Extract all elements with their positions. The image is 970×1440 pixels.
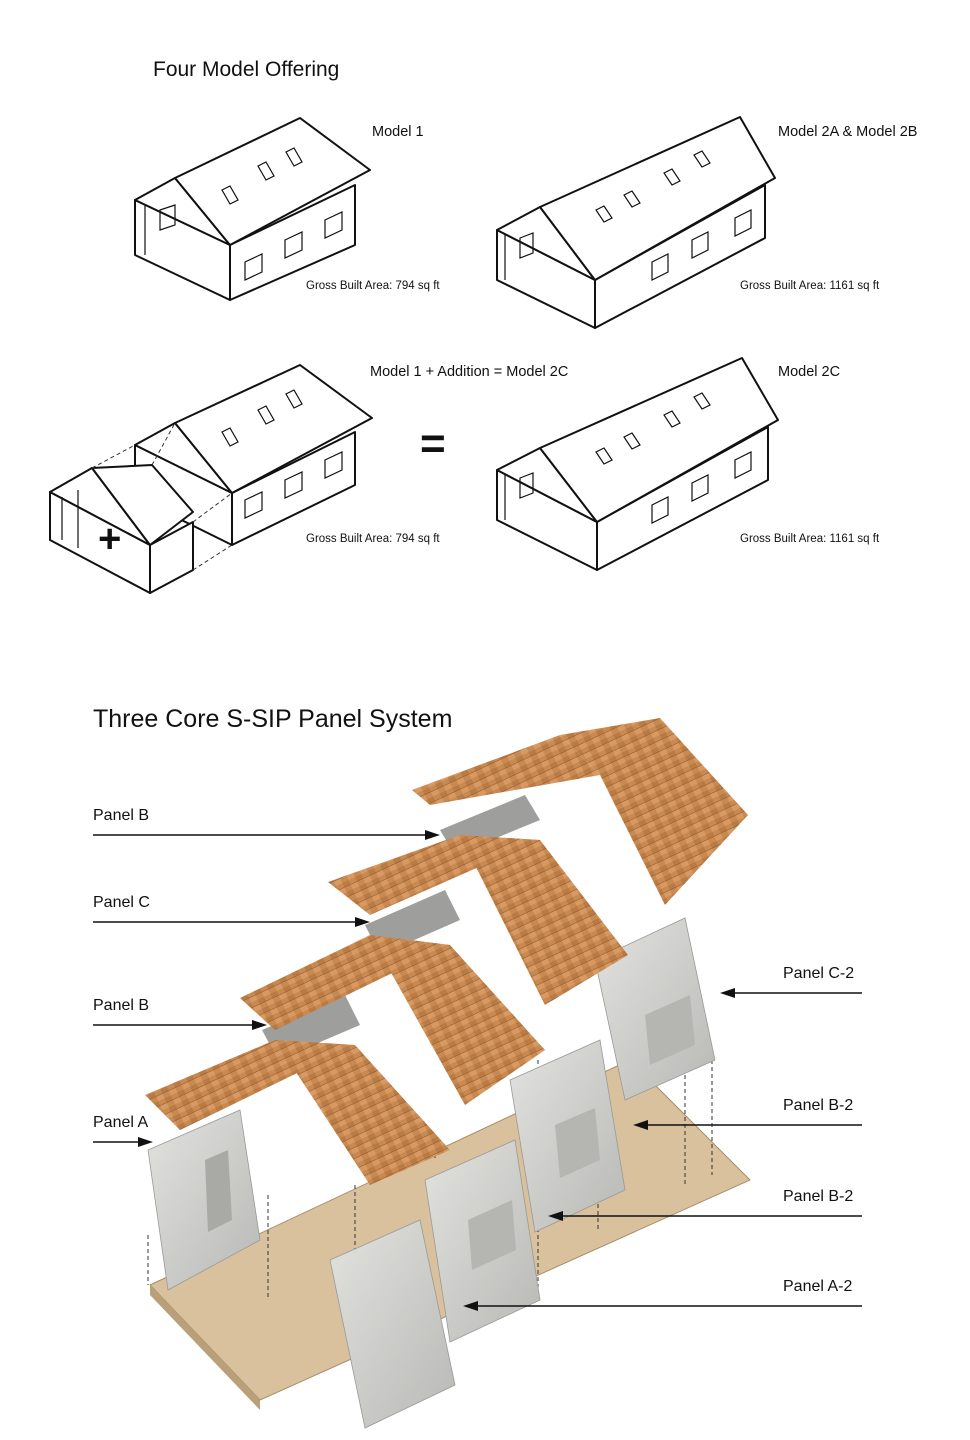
model-1-label: Model 1 xyxy=(372,124,424,140)
left-arrows xyxy=(93,830,440,1147)
model-2c-label: Model 2C xyxy=(778,364,841,380)
model-1-addition-area: Gross Built Area: 794 sq ft xyxy=(306,533,440,545)
right-label-panel-b2-lower: Panel B-2 xyxy=(783,1188,854,1205)
model-2c-area: Gross Built Area: 1161 sq ft xyxy=(740,533,880,545)
equals-symbol: = xyxy=(420,419,446,468)
left-label-panel-c: Panel C xyxy=(93,894,150,911)
right-label-panel-b2-upper: Panel B-2 xyxy=(783,1097,854,1114)
model-1-addition-house xyxy=(49,364,373,594)
right-arrows xyxy=(463,988,862,1311)
right-label-panel-c2: Panel C-2 xyxy=(783,965,855,982)
left-label-panel-b-top: Panel B xyxy=(93,807,150,824)
panel-a-wall xyxy=(147,1109,261,1291)
plus-symbol: + xyxy=(98,517,121,561)
model-1-area: Gross Built Area: 794 sq ft xyxy=(306,280,440,292)
model-2a-2b-label: Model 2A & Model 2B xyxy=(778,124,918,140)
panel-a2-wall xyxy=(329,1219,456,1429)
model-drawings: + = xyxy=(49,116,779,594)
model-2c-house xyxy=(496,357,779,571)
roof-panels xyxy=(145,718,748,1185)
roof-panel-c-right xyxy=(460,835,628,1005)
roof-panel-b-right xyxy=(370,935,545,1105)
section1-title: Four Model Offering xyxy=(153,58,340,81)
model-2a-2b-area: Gross Built Area: 1161 sq ft xyxy=(740,280,880,292)
panel-c2-wall xyxy=(594,917,716,1101)
right-label-panel-a2: Panel A-2 xyxy=(783,1278,853,1295)
roof-panel-b-top-left xyxy=(412,735,600,805)
model-1-addition-label: Model 1 + Addition = Model 2C xyxy=(370,364,569,380)
roof-panel-a-right xyxy=(275,1040,450,1185)
model-2-house xyxy=(496,116,776,329)
left-label-panel-a: Panel A xyxy=(93,1114,149,1131)
model-1-house xyxy=(134,117,371,301)
roof-panel-b-top-right xyxy=(560,718,748,905)
section2-title: Three Core S-SIP Panel System xyxy=(93,705,453,733)
left-label-panel-b: Panel B xyxy=(93,997,150,1014)
